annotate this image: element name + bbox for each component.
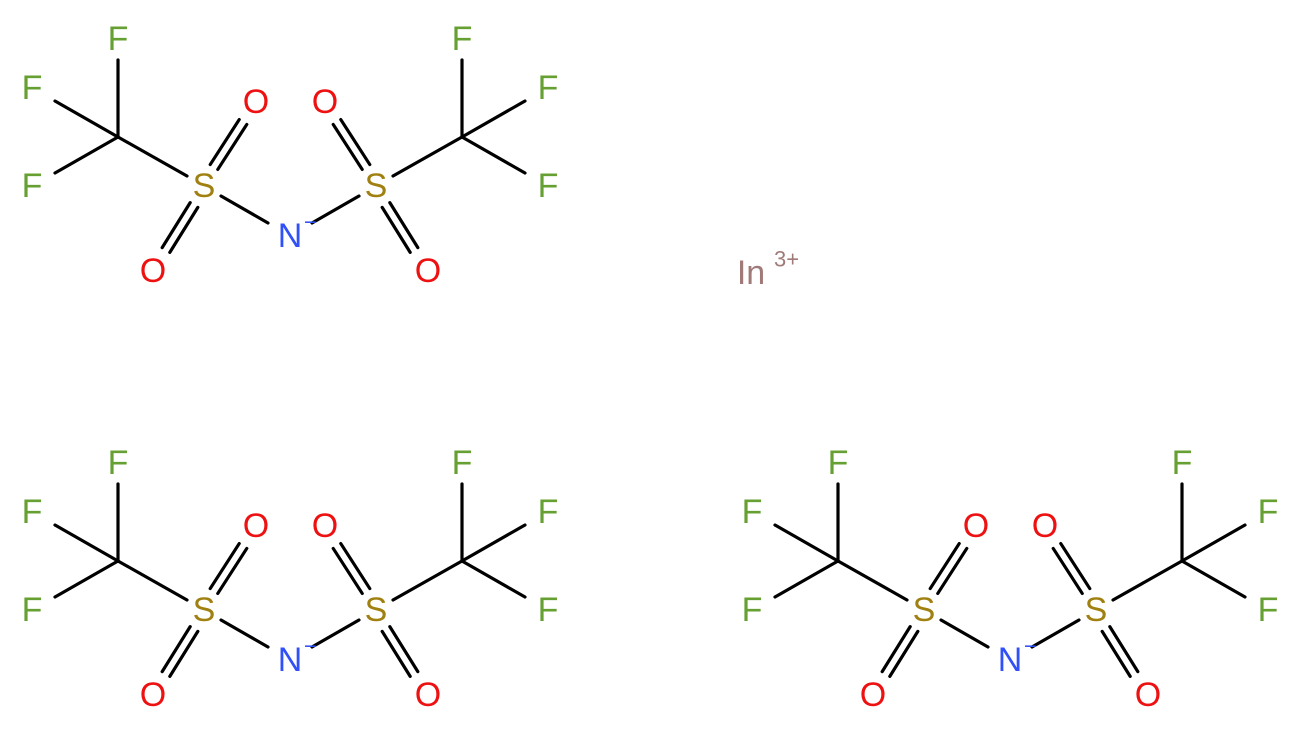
atom-o-upper-right: O <box>312 83 338 121</box>
atom-f-left-upper: F <box>22 69 43 107</box>
double-bond <box>888 629 920 678</box>
single-bond <box>391 559 464 602</box>
single-bond <box>116 559 189 602</box>
double-bond <box>216 122 249 172</box>
double-bond <box>331 546 364 596</box>
anion-2: F F F O O S N S O O F F F − <box>22 444 559 714</box>
single-bond <box>310 194 361 225</box>
single-bond <box>53 135 120 175</box>
atom-f-top-right: F <box>452 20 473 58</box>
atom-n: N <box>278 641 303 679</box>
atom-s-right: S <box>1085 591 1108 629</box>
double-bond <box>1059 541 1092 591</box>
charge-n: − <box>304 634 317 659</box>
atom-f-left-lower: F <box>742 591 763 629</box>
atom-f-top-right: F <box>452 444 473 482</box>
atom-o-lower-right: O <box>1135 676 1161 714</box>
atom-f-right-lower: F <box>538 591 559 629</box>
double-bond <box>160 625 192 674</box>
indium-cation: In 3+ <box>737 247 799 293</box>
single-bond <box>460 523 527 563</box>
single-bond <box>460 99 527 139</box>
atom-f-top-left: F <box>108 20 129 58</box>
atom-f-right-upper: F <box>1258 493 1279 531</box>
atom-o-lower-left: O <box>140 252 166 290</box>
atom-o-upper-right: O <box>312 507 338 545</box>
charge-In: 3+ <box>774 247 799 272</box>
double-bond <box>160 201 192 250</box>
double-bond <box>208 541 241 591</box>
double-bond <box>1108 625 1140 674</box>
double-bond <box>339 541 372 591</box>
atom-f-top-left: F <box>108 444 129 482</box>
atom-s-left: S <box>193 167 216 205</box>
atom-o-upper-left: O <box>243 507 269 545</box>
double-bond <box>168 205 200 254</box>
atom-o-lower-left: O <box>140 676 166 714</box>
atom-f-top-right: F <box>1172 444 1193 482</box>
atom-f-left-lower: F <box>22 167 43 205</box>
single-bond <box>773 523 840 563</box>
atom-f-right-upper: F <box>538 69 559 107</box>
atom-n: N <box>998 641 1023 679</box>
charge-n: − <box>1024 634 1037 659</box>
atom-f-right-lower: F <box>538 167 559 205</box>
atom-f-left-upper: F <box>742 493 763 531</box>
single-bond <box>391 135 464 178</box>
anion-1: F F F O O S N S O O F F F − <box>22 20 559 290</box>
atom-o-lower-right: O <box>415 676 441 714</box>
double-bond <box>331 122 364 172</box>
double-bond <box>936 546 969 596</box>
atom-o-lower-left: O <box>860 676 886 714</box>
double-bond <box>388 201 420 250</box>
atom-f-left-upper: F <box>22 493 43 531</box>
single-bond <box>1030 618 1081 649</box>
double-bond <box>1051 546 1084 596</box>
single-bond <box>773 559 840 599</box>
single-bond <box>460 559 527 599</box>
atom-o-lower-right: O <box>415 252 441 290</box>
single-bond <box>310 618 361 649</box>
single-bond <box>53 559 120 599</box>
double-bond <box>380 629 412 678</box>
single-bond <box>219 618 270 649</box>
anion-3: F F F O O S N S O O F F F − <box>742 444 1279 714</box>
double-bond <box>928 541 961 591</box>
double-bond <box>880 625 912 674</box>
atom-s-left: S <box>913 591 936 629</box>
charge-n: − <box>304 210 317 235</box>
atom-s-right: S <box>365 167 388 205</box>
single-bond <box>53 523 120 563</box>
double-bond <box>380 205 412 254</box>
double-bond <box>168 629 200 678</box>
single-bond <box>1180 559 1247 599</box>
atom-s-right: S <box>365 591 388 629</box>
atom-f-right-upper: F <box>538 493 559 531</box>
single-bond <box>53 99 120 139</box>
atom-f-top-left: F <box>828 444 849 482</box>
single-bond <box>836 559 909 602</box>
anions-group: FFFOOSNSOOFFF−FFFOOSNSOOFFF−FFFOOSNSOOFF… <box>22 20 1279 714</box>
double-bond <box>1100 629 1132 678</box>
atom-o-upper-left: O <box>243 83 269 121</box>
single-bond <box>939 618 990 649</box>
single-bond <box>460 135 527 175</box>
atom-f-right-lower: F <box>1258 591 1279 629</box>
atom-s-left: S <box>193 591 216 629</box>
atom-f-left-lower: F <box>22 591 43 629</box>
atom-n: N <box>278 217 303 255</box>
single-bond <box>1111 559 1184 602</box>
single-bond <box>1180 523 1247 563</box>
single-bond <box>219 194 270 225</box>
atom-In: In <box>737 254 765 292</box>
double-bond <box>216 546 249 596</box>
single-bond <box>116 135 189 178</box>
double-bond <box>388 625 420 674</box>
atom-o-upper-right: O <box>1032 507 1058 545</box>
double-bond <box>339 117 372 167</box>
double-bond <box>208 117 241 167</box>
atom-o-upper-left: O <box>963 507 989 545</box>
